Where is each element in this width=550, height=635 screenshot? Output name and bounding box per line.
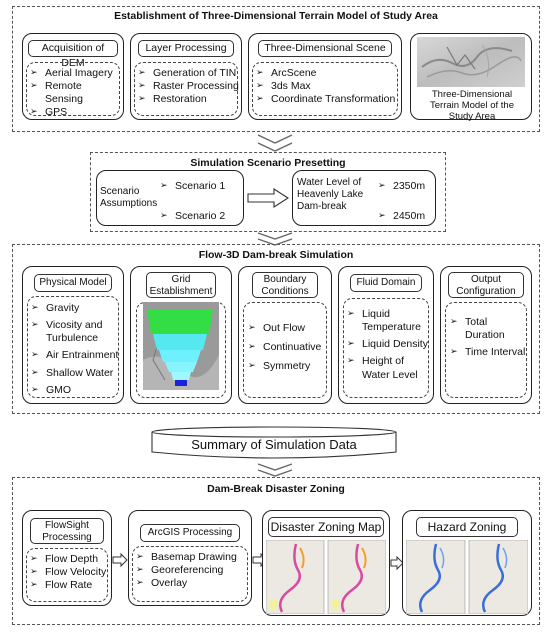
list-item: Flow Rate [30, 579, 110, 592]
list-item: Scenario 2 [160, 210, 242, 223]
list-item: GPS [30, 106, 122, 119]
section-scenario-title: Simulation Scenario Presetting [190, 157, 346, 169]
list-item: Scenario 1 [160, 180, 242, 193]
output-title: Output Configuration [448, 272, 524, 298]
grid-title: Grid Establishment [146, 272, 216, 298]
summary-label: Summary of Simulation Data [191, 437, 357, 452]
list-item: Out Flow [248, 322, 328, 335]
list-item: Vicosity and Turbulence [31, 319, 119, 345]
disaster-map-title: Disaster Zoning Map [268, 517, 384, 537]
list-item: Coordinate Transformation [256, 93, 400, 106]
section-terrain-title: Establishment of Three-Dimensional Terra… [114, 10, 438, 22]
list-item: Height of Water Level [347, 355, 431, 381]
list-item: Liquid Density [347, 338, 431, 351]
water-level-label: Water Level of Heavenly Lake Dam-break [297, 177, 364, 212]
list-item: Total Duration [450, 316, 528, 342]
list-item: Basemap Drawing [136, 551, 250, 564]
list-item: Flow Velocity [30, 566, 110, 579]
arrow-right-icon [112, 553, 128, 567]
scene-items: ArcScene 3ds Max Coordinate Transformati… [256, 67, 400, 106]
grid-mesh-image [143, 302, 219, 390]
section-zoning-title: Dam-Break Disaster Zoning [207, 483, 345, 495]
hazard-title: Hazard Zoning [416, 517, 518, 537]
scenario-label: Scenario Assumptions [100, 186, 158, 209]
fluid-title: Fluid Domain [350, 274, 422, 292]
section-zoning [12, 477, 540, 625]
water-level-list: 2350m 2450m [378, 180, 438, 223]
section-scenario [90, 152, 446, 232]
fluid-items: Liquid Temperature Liquid Density Height… [347, 308, 431, 382]
list-item: ArcScene [256, 67, 400, 80]
section-flow3d [12, 244, 540, 414]
list-item: 2450m [378, 210, 438, 223]
output-items: Total Duration Time Interval [450, 316, 528, 359]
list-item: Air Entrainment [31, 349, 119, 362]
list-item: Aerial Imagery [30, 67, 122, 80]
boundary-items: Out Flow Continuative Symmetry [248, 322, 328, 373]
chevron-down-icon [257, 134, 293, 152]
list-item: Liquid Temperature [347, 308, 431, 334]
physical-items-box [27, 296, 119, 398]
scene-title: Three-Dimensional Scene [258, 40, 392, 57]
layer-title: Layer Processing [138, 40, 234, 57]
section-flow3d-title: Flow-3D Dam-break Simulation [198, 249, 354, 261]
arrow-right-icon [247, 188, 290, 208]
summary-cylinder [151, 426, 397, 459]
dem-title: Acquisition of DEM [28, 40, 118, 69]
boundary-title: Boundary Conditions [252, 272, 318, 298]
disaster-map-image [266, 540, 386, 614]
physical-items: Gravity Vicosity and Turbulence Air Entr… [31, 302, 119, 397]
arcgis-items: Basemap Drawing Georeferencing Overlay [136, 551, 250, 590]
list-item: Raster Processing [138, 80, 240, 93]
list-item: Time Interval [450, 346, 528, 359]
chevron-down-icon [257, 463, 293, 477]
list-item: Generation of TIN [138, 67, 240, 80]
section-terrain-model [12, 6, 540, 132]
list-item: Overlay [136, 577, 250, 590]
list-item: Shallow Water [31, 367, 119, 380]
list-item: Continuative [248, 341, 328, 354]
terrain-model-image [417, 37, 525, 87]
physical-title: Physical Model [34, 274, 112, 292]
list-item: Georeferencing [136, 564, 250, 577]
arcgis-title: ArcGIS Processing [140, 524, 240, 542]
list-item: Restoration [138, 93, 240, 106]
list-item: GMO [31, 384, 119, 397]
list-item: Flow Depth [30, 553, 110, 566]
flowsight-items: Flow Depth Flow Velocity Flow Rate [30, 553, 110, 592]
list-item: Remote Sensing [30, 80, 122, 106]
list-item: 3ds Max [256, 80, 400, 93]
arrow-right-icon [390, 556, 404, 570]
chevron-down-icon [257, 232, 293, 246]
list-item: Symmetry [248, 360, 328, 373]
hazard-map-image [406, 540, 528, 614]
terrain-caption: Three-Dimensional Terrain Model of the S… [430, 89, 514, 122]
layer-items: Generation of TIN Raster Processing Rest… [138, 67, 240, 106]
dem-items: Aerial Imagery Remote Sensing GPS [30, 67, 122, 120]
list-item: 2350m [378, 180, 438, 193]
list-item: Gravity [31, 302, 119, 315]
flowsight-title: FlowSight Processing [30, 518, 104, 544]
scenario-list: Scenario 1 Scenario 2 [160, 180, 242, 223]
